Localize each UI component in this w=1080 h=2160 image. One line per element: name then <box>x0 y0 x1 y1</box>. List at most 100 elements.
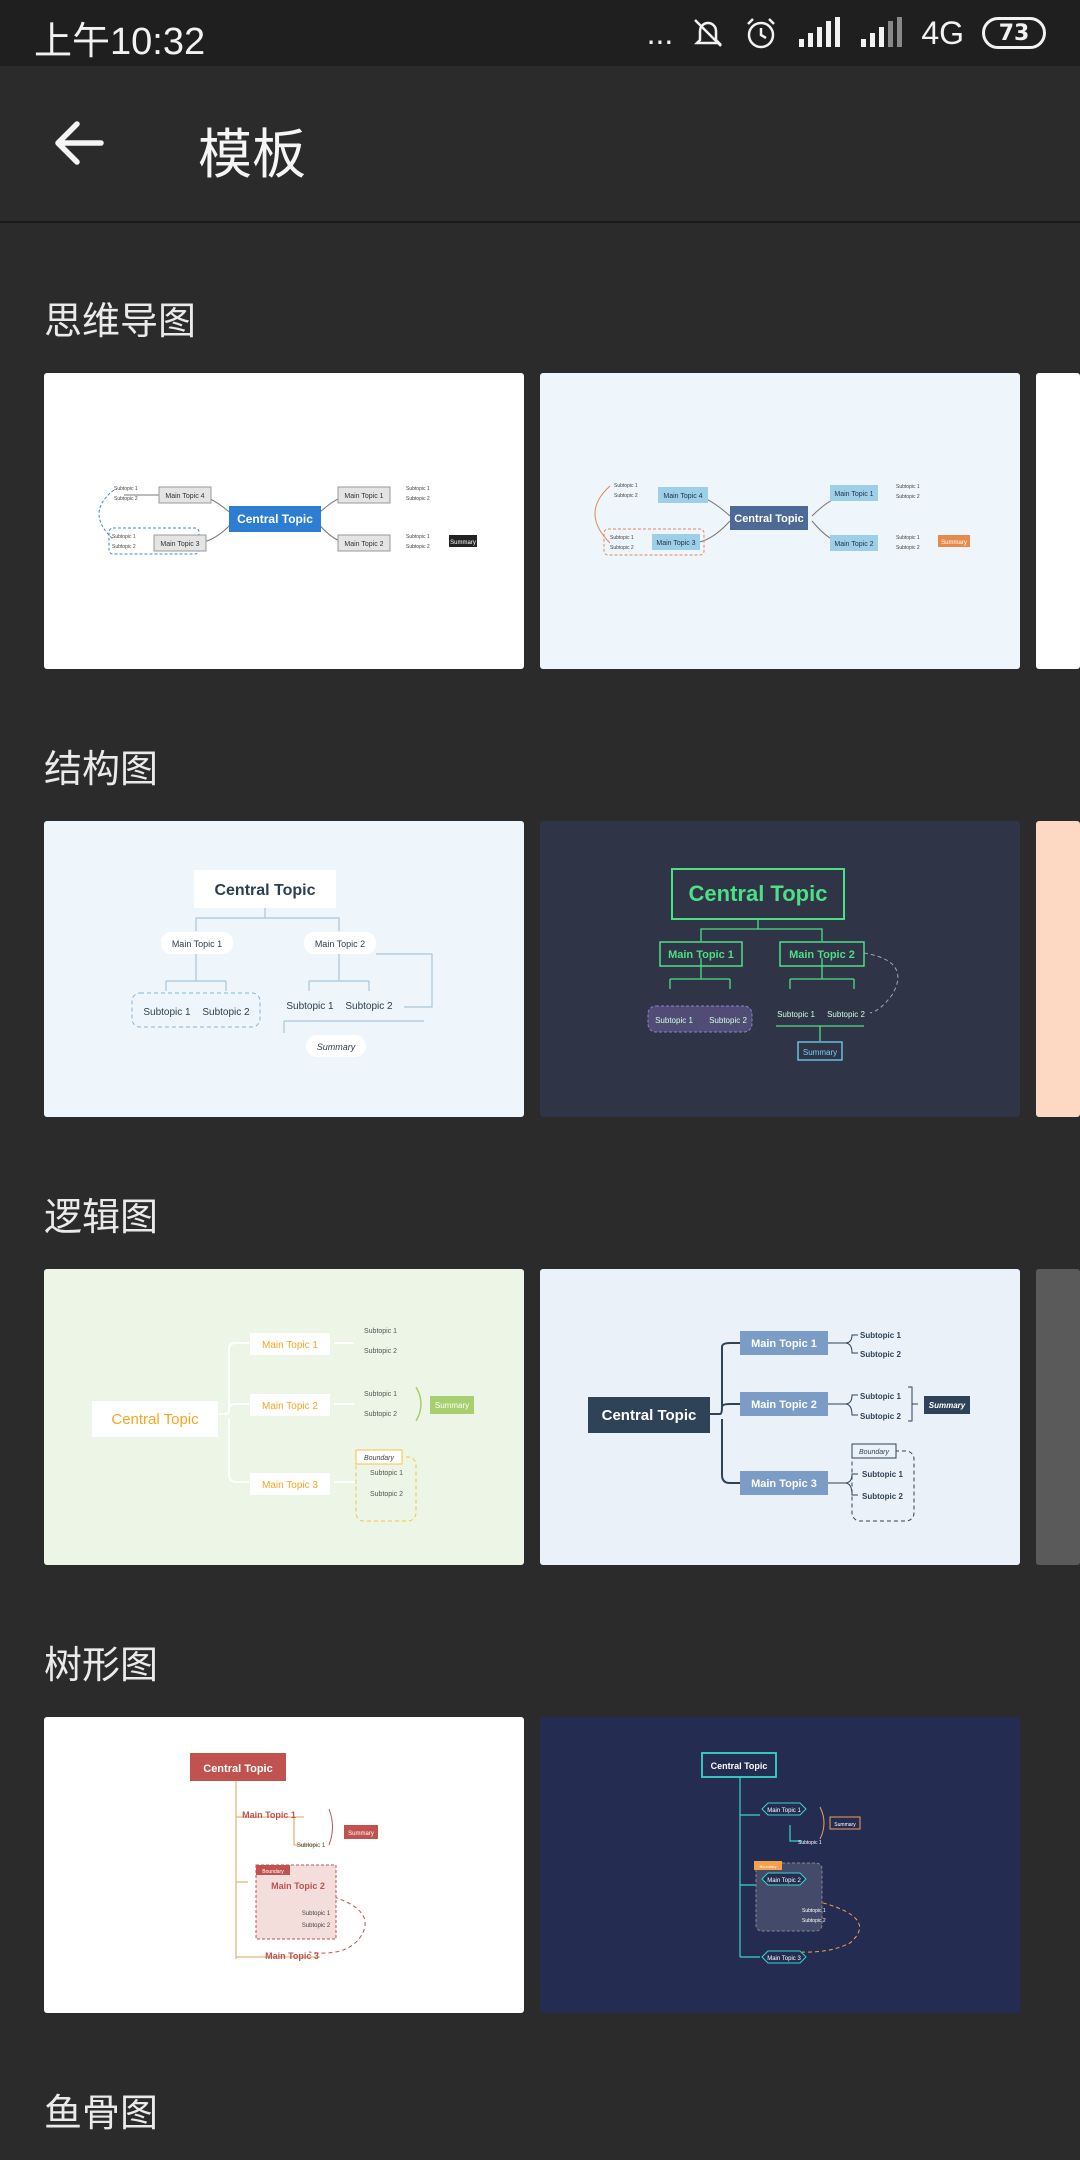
status-time: 上午10:32 <box>34 21 206 63</box>
main-topic-1-label: Main Topic 1 <box>834 491 873 498</box>
subtopic-label: Subtopic 1 <box>364 1328 397 1335</box>
section-title-fishbone: 鱼骨图 <box>44 2091 159 2135</box>
logic-1-preview: Central Topic Main Topic 1 Main Topic 2 … <box>92 1328 474 1522</box>
summary-label: Summary <box>941 540 967 546</box>
signal-icon <box>799 17 841 47</box>
section-title-mindmap: 思维导图 <box>44 299 197 343</box>
template-card-structure-2[interactable]: Central Topic Main Topic 1 Main Topic 2 … <box>540 821 1020 1117</box>
subtopic-label: Subtopic 2 <box>406 544 430 550</box>
subtopic-label: Subtopic 2 <box>364 1348 397 1355</box>
central-topic-label: Central Topic <box>111 1411 199 1428</box>
template-card-logic-2[interactable]: Central Topic Main Topic 1 Main Topic 2 … <box>540 1269 1020 1565</box>
template-card-logic-3[interactable] <box>1036 1269 1080 1565</box>
template-card-logic-1[interactable]: Central Topic Main Topic 1 Main Topic 2 … <box>44 1269 524 1565</box>
central-topic-label: Central Topic <box>214 882 315 899</box>
main-topic-2-label: Main Topic 2 <box>767 1878 801 1884</box>
signal-icon-2 <box>861 17 903 47</box>
main-topic-1-label: Main Topic 1 <box>242 1810 296 1820</box>
subtopic-label: Subtopic 2 <box>610 545 634 551</box>
main-topic-2-label: Main Topic 2 <box>834 541 873 548</box>
subtopic-label: Subtopic 2 <box>896 494 920 500</box>
page-title: 模板 <box>198 123 306 186</box>
subtopic-label: Subtopic 1 <box>143 1007 191 1018</box>
network-type: 4G <box>921 14 964 51</box>
subtopic-label: Subtopic 1 <box>896 535 920 541</box>
main-topic-2-label: Main Topic 2 <box>271 1881 325 1891</box>
subtopic-label: Subtopic 1 <box>862 1470 903 1479</box>
subtopic-label: Subtopic 1 <box>860 1331 901 1340</box>
more-dots: ... <box>646 14 674 51</box>
central-topic-label: Central Topic <box>237 512 313 526</box>
template-card-mindmap-2[interactable]: Central Topic Main Topic 4 Main Topic 3 … <box>540 373 1020 669</box>
main-topic-2-label: Main Topic 2 <box>751 1399 817 1411</box>
template-card-structure-3[interactable] <box>1036 821 1080 1117</box>
subtopic-label: Subtopic 2 <box>114 496 138 502</box>
subtopic-label: Subtopic 2 <box>860 1350 901 1359</box>
subtopic-label: Subtopic 1 <box>655 1016 693 1025</box>
subtopic-label: Subtopic 1 <box>370 1470 403 1477</box>
arrow-left-icon <box>55 121 104 165</box>
mute-bell-icon <box>694 19 723 47</box>
subtopic-label: Subtopic 2 <box>112 544 136 550</box>
subtopic-label: Subtopic 2 <box>709 1016 747 1025</box>
main-topic-1-label: Main Topic 1 <box>344 493 383 500</box>
boundary-label: Boundary <box>859 1449 889 1456</box>
subtopic-label: Subtopic 1 <box>614 483 638 489</box>
subtopic-label: Subtopic 1 <box>802 1908 826 1914</box>
alarm-icon <box>747 18 776 49</box>
summary-label: Summary <box>348 1831 374 1837</box>
main-topic-3-label: Main Topic 3 <box>751 1478 817 1490</box>
main-topic-4-label: Main Topic 4 <box>165 493 204 500</box>
main-topic-1-label: Main Topic 1 <box>668 949 734 961</box>
app-header: 模板 <box>0 66 1080 223</box>
boundary-label: Boundary <box>262 1869 284 1875</box>
subtopic-label: Subtopic 1 <box>364 1391 397 1398</box>
section-title-logic: 逻辑图 <box>44 1195 159 1239</box>
main-topic-3-label: Main Topic 3 <box>767 1956 801 1962</box>
main-topic-2-label: Main Topic 2 <box>262 1401 318 1412</box>
subtopic-label: Subtopic 1 <box>114 486 138 492</box>
mindmap-2-preview: Central Topic Main Topic 4 Main Topic 3 … <box>594 483 970 556</box>
summary-label: Summary <box>929 1401 966 1410</box>
subtopic-label: Subtopic 1 <box>286 1001 334 1012</box>
battery-icon: 73 <box>982 17 1046 49</box>
main-topic-1-label: Main Topic 1 <box>262 1340 318 1351</box>
subtopic-label: Subtopic 1 <box>297 1843 326 1849</box>
subtopic-label: Subtopic 2 <box>370 1491 403 1498</box>
status-bar: 上午10:32 ... 4G 73 <box>0 0 1080 66</box>
template-card-tree-1[interactable]: Central Topic Main Topic 1 Subtopic 1 Su… <box>44 1717 524 2013</box>
subtopic-label: Subtopic 2 <box>406 496 430 502</box>
section-title-structure: 结构图 <box>44 747 159 791</box>
mindmap-1-preview: Central Topic Main Topic 4 Main Topic 3 … <box>98 486 477 555</box>
subtopic-label: Subtopic 1 <box>112 534 136 540</box>
subtopic-label: Subtopic 1 <box>610 535 634 541</box>
subtopic-label: Subtopic 2 <box>860 1412 901 1421</box>
main-topic-1-label: Main Topic 1 <box>751 1338 817 1350</box>
main-topic-3-label: Main Topic 3 <box>160 541 199 548</box>
back-button[interactable] <box>44 108 114 178</box>
central-topic-label: Central Topic <box>689 881 828 906</box>
status-icons: ... 4G 73 <box>647 12 1046 54</box>
subtopic-label: Subtopic 1 <box>406 486 430 492</box>
subtopic-label: Subtopic 1 <box>798 1840 822 1846</box>
boundary-label: Boundary <box>364 1455 394 1462</box>
summary-label: Summary <box>317 1042 356 1052</box>
main-topic-1-label: Main Topic 1 <box>172 939 222 949</box>
main-topic-4-label: Main Topic 4 <box>663 493 702 500</box>
summary-label: Summary <box>450 540 476 546</box>
subtopic-label: Subtopic 2 <box>302 1923 331 1929</box>
template-card-mindmap-1[interactable]: Central Topic Main Topic 4 Main Topic 3 … <box>44 373 524 669</box>
main-topic-2-label: Main Topic 2 <box>344 541 383 548</box>
subtopic-label: Subtopic 1 <box>860 1392 901 1401</box>
subtopic-label: Subtopic 2 <box>364 1411 397 1418</box>
subtopic-label: Subtopic 2 <box>614 493 638 499</box>
section-title-tree: 树形图 <box>44 1643 159 1687</box>
boundary-label: Boundary <box>759 1864 776 1869</box>
subtopic-label: Subtopic 2 <box>827 1010 865 1019</box>
tree-2-preview: Central Topic Main Topic 1 Subtopic 1 Su… <box>701 1752 861 1964</box>
template-card-structure-1[interactable]: Central Topic Main Topic 1 Main Topic 2 … <box>44 821 524 1117</box>
template-card-tree-2[interactable]: Central Topic Main Topic 1 Subtopic 1 Su… <box>540 1717 1020 2013</box>
template-card-mindmap-3[interactable] <box>1036 373 1080 669</box>
structure-2-preview: Central Topic Main Topic 1 Main Topic 2 … <box>647 868 899 1061</box>
subtopic-label: Subtopic 2 <box>862 1492 903 1501</box>
